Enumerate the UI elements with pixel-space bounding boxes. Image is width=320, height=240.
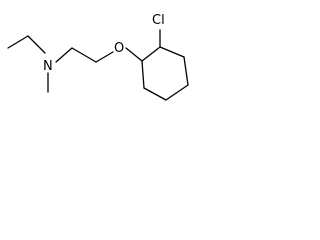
ring-bond-2 bbox=[159, 46, 185, 58]
structure-diagram: N O Cl bbox=[0, 0, 212, 121]
bond-o-ring bbox=[125, 47, 143, 62]
ring-bond-5 bbox=[143, 87, 167, 101]
ring-bond-1 bbox=[141, 46, 161, 62]
bond-ch2-ch2 bbox=[71, 47, 97, 63]
nitrogen-label: N bbox=[43, 59, 53, 74]
bond-ch2-o bbox=[95, 51, 114, 63]
chlorine-label: Cl bbox=[152, 13, 165, 28]
ring-bond-3 bbox=[183, 56, 189, 86]
ring-bond-6 bbox=[141, 60, 145, 89]
ring-bond-4 bbox=[165, 84, 189, 101]
bond-n-ch2 bbox=[55, 47, 73, 63]
bond-ethyl-ch2-n bbox=[27, 35, 46, 54]
molecule-drawing: N O Cl bbox=[7, 13, 189, 101]
bond-ethyl-ch3-ch2 bbox=[7, 35, 29, 49]
oxygen-label: O bbox=[114, 41, 124, 56]
